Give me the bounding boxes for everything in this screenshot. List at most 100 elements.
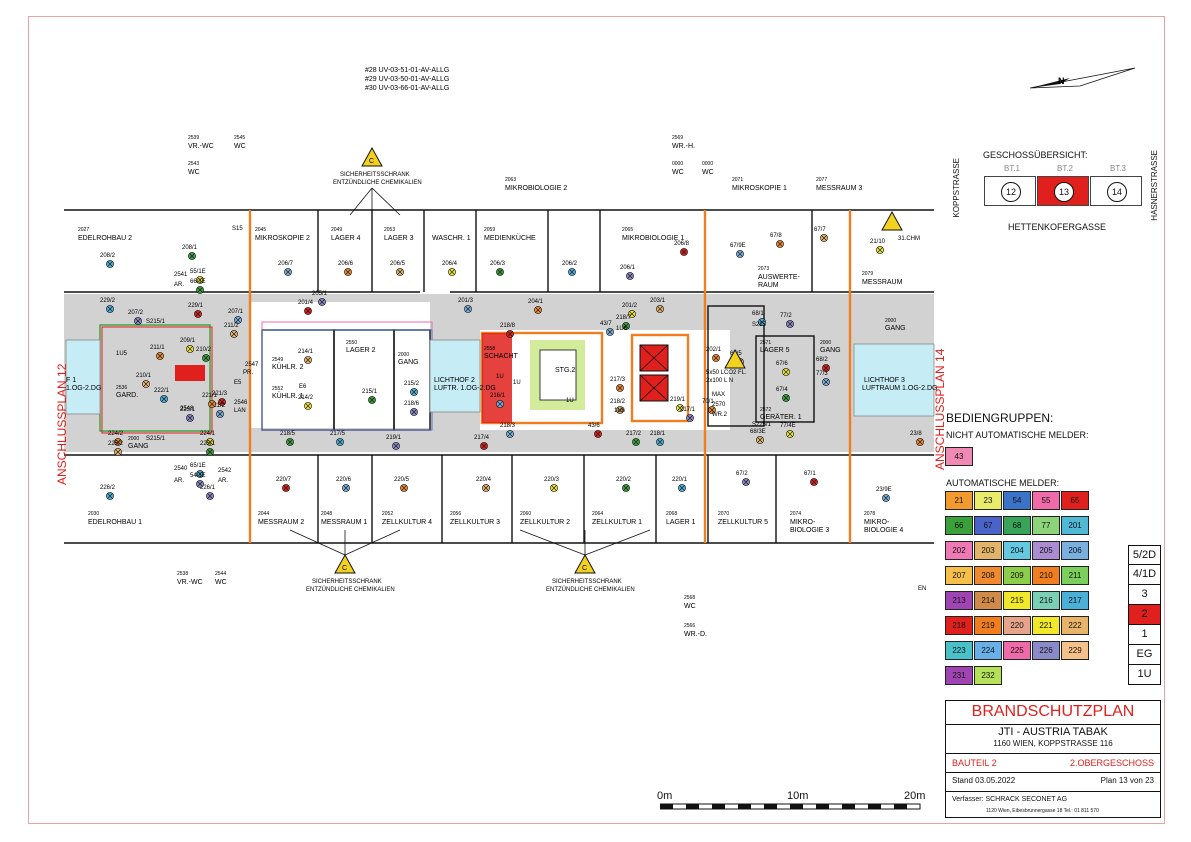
detector-id: 206/8 — [674, 241, 690, 247]
detector-id: 202/1 — [706, 347, 722, 353]
room-label: MESSRAUM 2 — [258, 519, 304, 526]
fire-detector-icon — [342, 484, 350, 492]
detector-group: 223 — [945, 641, 973, 660]
fire-detector-icon — [758, 318, 766, 326]
fire-detector-icon — [448, 268, 456, 276]
detector-id: 218/5 — [280, 431, 296, 437]
drawing-frame — [28, 16, 1165, 824]
corridor-label: GANG — [128, 443, 149, 450]
detector-id: 220/7 — [276, 477, 292, 483]
detector-id: 225/2 — [108, 441, 124, 447]
floor-1[interactable]: 1 — [1128, 625, 1161, 645]
overview-part-3: 14 — [1090, 176, 1142, 206]
room-label: LAGER 5 — [760, 347, 790, 354]
detector-id: 203/1 — [650, 298, 666, 304]
room-label: WASCHR. 1 — [432, 235, 471, 242]
detector-group: 23 — [974, 491, 1002, 510]
floor-1u[interactable]: 1U — [1128, 665, 1161, 685]
fire-detector-icon — [114, 438, 122, 446]
scale-0: 0m — [657, 790, 673, 802]
room-label: LAGER 3 — [384, 235, 414, 242]
plan-annotation: 1U5 — [116, 351, 128, 357]
detector-id: 221/1 — [202, 393, 218, 399]
detector-id: 217/3 — [610, 377, 626, 383]
room-number: 2045 — [255, 227, 266, 233]
wc-label: WR.-D. — [684, 631, 707, 638]
room-label: BIOLOGIE 4 — [864, 527, 903, 534]
scale-20: 20m — [904, 790, 926, 802]
fire-detector-icon — [196, 286, 204, 294]
floor-4-1d[interactable]: 4/1D — [1128, 565, 1161, 585]
fire-detector-icon — [344, 268, 352, 276]
wc-label: VR.-WC — [177, 579, 203, 586]
fire-detector-icon — [106, 492, 114, 500]
fire-detector-icon — [160, 395, 168, 403]
north-arrow-icon: N — [1029, 67, 1136, 89]
plan-annotation: 1U6 — [614, 408, 626, 414]
detector-id: 67/2 — [736, 471, 748, 477]
plan-annotation: 2547 — [245, 362, 259, 368]
zone-outline — [101, 326, 213, 434]
detector-id: 218/1 — [650, 431, 666, 437]
floor-5-2d[interactable]: 5/2D — [1128, 545, 1161, 565]
detector-id: 220/1 — [672, 477, 688, 483]
room-label: LAGER 1 — [666, 519, 696, 526]
overview-part-2: 13 — [1037, 176, 1089, 206]
lichthof-2 — [429, 339, 481, 413]
detector-group: 214 — [974, 591, 1002, 610]
fire-detector-icon — [736, 250, 744, 258]
fire-detector-icon — [786, 320, 794, 328]
detector-group: 67 — [974, 516, 1002, 535]
svg-text:ENTZÜNDLICHE CHEMIKALIEN: ENTZÜNDLICHE CHEMIKALIEN — [333, 179, 422, 186]
plan-number: Plan 13 von 23 — [1100, 776, 1154, 785]
fire-detector-icon — [304, 402, 312, 410]
detector-id: 77/2 — [780, 313, 792, 319]
room-number: 2030 — [88, 511, 99, 517]
plan-annotation: 1U6 — [616, 326, 628, 332]
detector-id: 201/4 — [298, 300, 314, 306]
detector-group: 216 — [1032, 591, 1060, 610]
building-part: BAUTEIL 2 — [952, 758, 997, 768]
detector-id: 67/8 — [770, 233, 782, 239]
plan-annotation: 1U — [513, 380, 521, 386]
floor-eg[interactable]: EG — [1128, 645, 1161, 665]
detector-id: 218/8 — [500, 323, 516, 329]
hazard-bottom-left: C SICHERHEITSSCHRANK ENTZÜNDLICHE CHEMIK… — [289, 529, 401, 593]
detector-id: 214/1 — [298, 349, 314, 355]
detector-id: 205/1 — [312, 291, 328, 297]
room-label: STG.2 — [555, 367, 575, 374]
room-label: ZELLKULTUR 2 — [520, 519, 570, 526]
floor-2[interactable]: 2 — [1128, 605, 1161, 625]
detector-id: 43/6 — [588, 423, 600, 429]
fire-detector-icon — [336, 438, 344, 446]
detector-id: 211/2 — [224, 323, 239, 329]
fire-detector-icon — [506, 430, 514, 438]
room-label: MIKROBIOLOGIE 1 — [622, 235, 684, 242]
floor-3[interactable]: 3 — [1128, 585, 1161, 605]
detector-id: 206/2 — [562, 261, 578, 267]
room-label: MESSRAUM — [862, 279, 903, 286]
fire-detector-icon — [756, 436, 764, 444]
svg-text:ENTZÜNDLICHE CHEMIKALIEN: ENTZÜNDLICHE CHEMIKALIEN — [306, 586, 395, 593]
fire-detector-icon — [186, 414, 194, 422]
fire-detector-icon — [368, 396, 376, 404]
fire-detector-icon — [822, 364, 830, 372]
room-label: LUFTRAUM 1.OG-2.DG — [862, 385, 937, 392]
svg-text:SICHERHEITSSCHRANK: SICHERHEITSSCHRANK — [552, 579, 622, 585]
detector-id: 204/1 — [528, 299, 544, 305]
detector-id: 218/3 — [500, 423, 516, 429]
fire-detector-icon — [810, 478, 818, 486]
wc-label: WC — [672, 169, 684, 176]
fire-detector-icon — [626, 272, 634, 280]
detector-group: 211 — [1061, 566, 1089, 585]
detector-id: 218/7 — [616, 315, 632, 321]
plan-annotation: 2546 — [234, 400, 248, 406]
plan-annotation: S225/1 — [752, 422, 772, 428]
room-label: SCHACHT — [484, 353, 519, 360]
fire-detector-icon — [916, 438, 924, 446]
room-label: MEDIENKÜCHE — [484, 234, 536, 242]
groups-title: BEDIENGRUPPEN: — [946, 411, 1054, 425]
room-label: MESSRAUM 1 — [321, 519, 367, 526]
fire-detector-icon — [286, 438, 294, 446]
